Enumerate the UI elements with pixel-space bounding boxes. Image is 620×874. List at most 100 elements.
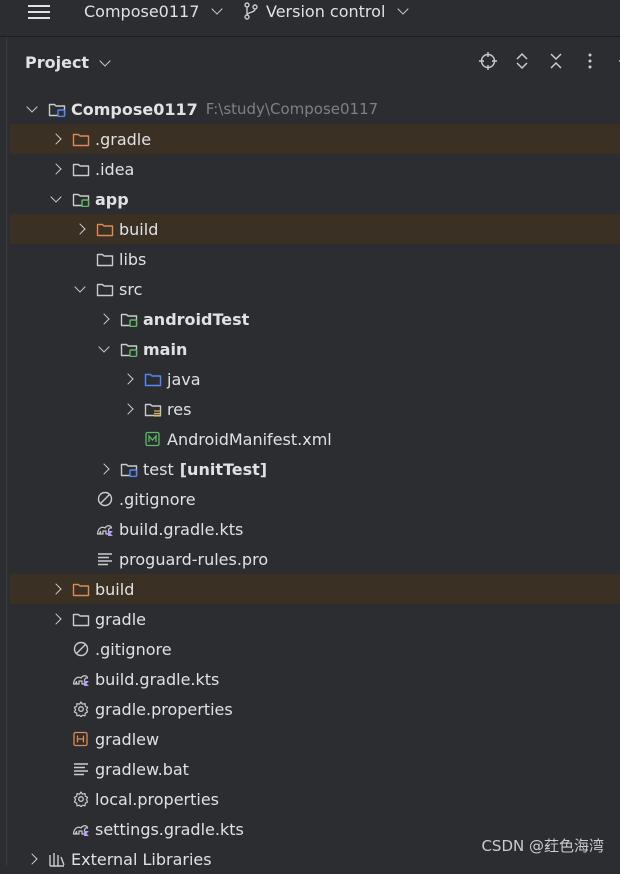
- tree-item-path: F:\study\Compose0117: [205, 100, 379, 118]
- tree-item-source-set: [unitTest]: [179, 459, 268, 479]
- chevron-right-icon[interactable]: [122, 403, 134, 415]
- project-name: Compose0117: [84, 1, 200, 21]
- gitignore-icon: [96, 491, 114, 507]
- tree-row[interactable]: .idea: [10, 154, 620, 184]
- properties-icon: [72, 701, 90, 718]
- libraries-icon: [48, 851, 66, 867]
- module-folder-icon: [120, 311, 138, 328]
- chevron-down-icon: [99, 54, 111, 67]
- gradle-kotlin-icon: [72, 671, 90, 687]
- tree-row[interactable]: main: [10, 334, 620, 364]
- tree-row[interactable]: androidTest: [10, 304, 620, 334]
- tool-window-strip: [0, 37, 7, 866]
- tree-row[interactable]: libs: [10, 244, 620, 274]
- excluded-folder-icon: [72, 131, 90, 147]
- tree-item-label: proguard-rules.pro: [119, 549, 269, 569]
- tree-row[interactable]: build.gradle.kts: [10, 664, 620, 694]
- gradle-kotlin-icon: [72, 821, 90, 837]
- tree-row[interactable]: java: [10, 364, 620, 394]
- tree-item-label: .gradle: [95, 129, 152, 149]
- tree-item-label: java: [167, 369, 201, 389]
- test-folder-icon: [48, 101, 66, 118]
- chevron-right-icon[interactable]: [98, 463, 110, 475]
- chevron-right-icon[interactable]: [50, 163, 62, 175]
- chevron-right-icon[interactable]: [74, 223, 86, 235]
- resources-folder-icon: [144, 401, 162, 417]
- tree-item-label: res: [167, 399, 192, 419]
- tree-row[interactable]: .gitignore: [10, 484, 620, 514]
- chevron-right-icon[interactable]: [98, 313, 110, 325]
- branch-icon: [244, 2, 258, 20]
- text-file-icon: [72, 761, 90, 777]
- collapse-all-icon[interactable]: [546, 51, 566, 71]
- tree-row[interactable]: build: [10, 574, 620, 604]
- tree-item-label: test: [143, 459, 174, 479]
- tree-row[interactable]: settings.gradle.kts: [10, 814, 620, 844]
- tree-row[interactable]: build.gradle.kts: [10, 514, 620, 544]
- properties-icon: [72, 791, 90, 808]
- project-panel-header: Project: [10, 37, 620, 87]
- vcs-selector[interactable]: Version control: [244, 0, 410, 22]
- project-selector[interactable]: Compose0117: [84, 0, 224, 22]
- expand-all-icon[interactable]: [512, 51, 532, 71]
- panel-title-button[interactable]: Project: [25, 53, 111, 72]
- tree-item-label: build.gradle.kts: [95, 669, 220, 689]
- chevron-right-icon[interactable]: [26, 853, 38, 865]
- manifest-icon: [144, 431, 162, 447]
- main-menu-icon[interactable]: [28, 2, 50, 22]
- tree-row[interactable]: res: [10, 394, 620, 424]
- tree-item-label: libs: [119, 249, 147, 269]
- vcs-label: Version control: [266, 1, 386, 21]
- tree-item-label: .idea: [95, 159, 135, 179]
- folder-icon: [72, 611, 90, 627]
- excluded-folder-icon: [96, 221, 114, 237]
- tree-row[interactable]: app: [10, 184, 620, 214]
- tree-row[interactable]: src: [10, 274, 620, 304]
- gradle-kotlin-icon: [96, 521, 114, 537]
- tree-item-label: build: [95, 579, 135, 599]
- tree-item-label: Compose0117: [71, 99, 198, 119]
- tree-row[interactable]: gradlew.bat: [10, 754, 620, 784]
- tree-row[interactable]: gradle.properties: [10, 694, 620, 724]
- text-file-icon: [96, 551, 114, 567]
- project-tree: Compose0117 F:\study\Compose0117 .gradle .i…: [10, 94, 620, 874]
- tree-item-label: External Libraries: [71, 849, 212, 869]
- tree-item-label: local.properties: [95, 789, 220, 809]
- tree-row[interactable]: gradle: [10, 604, 620, 634]
- tree-row[interactable]: gradlew: [10, 724, 620, 754]
- tree-row[interactable]: .gradle: [10, 124, 620, 154]
- tree-row[interactable]: build: [10, 214, 620, 244]
- chevron-down-icon[interactable]: [26, 101, 38, 113]
- source-folder-icon: [144, 371, 162, 387]
- tree-row[interactable]: local.properties: [10, 784, 620, 814]
- shell-script-icon: [72, 731, 90, 747]
- chevron-down-icon[interactable]: [50, 191, 62, 203]
- more-options-icon[interactable]: [580, 51, 600, 71]
- tree-row[interactable]: .gitignore: [10, 634, 620, 664]
- chevron-down-icon[interactable]: [74, 281, 86, 293]
- tree-item-label: main: [143, 339, 188, 359]
- tree-item-label: gradlew: [95, 729, 160, 749]
- chevron-right-icon[interactable]: [50, 613, 62, 625]
- tree-row[interactable]: proguard-rules.pro: [10, 544, 620, 574]
- chevron-right-icon[interactable]: [50, 583, 62, 595]
- tree-row[interactable]: AndroidManifest.xml: [10, 424, 620, 454]
- tree-item-label: build.gradle.kts: [119, 519, 244, 539]
- tree-row[interactable]: test[unitTest]: [10, 454, 620, 484]
- locate-icon[interactable]: [478, 51, 498, 71]
- tree-item-label: AndroidManifest.xml: [167, 429, 332, 449]
- chevron-down-icon[interactable]: [98, 341, 110, 353]
- tree-item-label: build: [119, 219, 159, 239]
- chevron-right-icon[interactable]: [122, 373, 134, 385]
- tree-item-label: gradlew.bat: [95, 759, 189, 779]
- module-folder-icon: [120, 341, 138, 358]
- tree-item-label: gradle.properties: [95, 699, 233, 719]
- hide-icon[interactable]: [614, 51, 620, 71]
- tree-item-label: settings.gradle.kts: [95, 819, 244, 839]
- tree-row[interactable]: Compose0117 F:\study\Compose0117: [10, 94, 620, 124]
- excluded-folder-icon: [72, 581, 90, 597]
- chevron-right-icon[interactable]: [50, 133, 62, 145]
- panel-title: Project: [25, 53, 90, 72]
- module-folder-icon: [72, 191, 90, 208]
- folder-icon: [96, 281, 114, 297]
